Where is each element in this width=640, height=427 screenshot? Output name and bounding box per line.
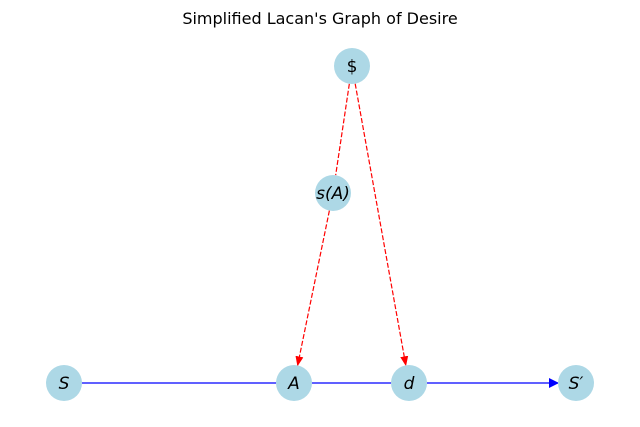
edge-barS-to-sA [335, 83, 350, 176]
node-Sprime: S′ [558, 365, 594, 401]
node-A: A [276, 365, 312, 401]
node-circle [46, 365, 82, 401]
edge-sA-to-A [295, 210, 330, 367]
node-label: S [59, 374, 70, 394]
node-circle [315, 175, 351, 211]
node-circle [276, 365, 312, 401]
node-label: A [287, 374, 300, 394]
node-d: d [391, 365, 427, 401]
node-label: d [404, 374, 415, 394]
diagram-title: Simplified Lacan's Graph of Desire [182, 9, 457, 28]
node-S: S [46, 365, 82, 401]
node-label: $ [347, 57, 358, 77]
edges-layer [82, 83, 559, 388]
node-label: s(A) [316, 184, 350, 204]
node-barS: $ [334, 48, 370, 84]
node-label: S′ [569, 374, 584, 394]
node-circle [391, 365, 427, 401]
node-sA: s(A) [315, 175, 351, 211]
node-circle [558, 365, 594, 401]
node-circle [334, 48, 370, 84]
edge-barS-to-d [354, 83, 409, 367]
